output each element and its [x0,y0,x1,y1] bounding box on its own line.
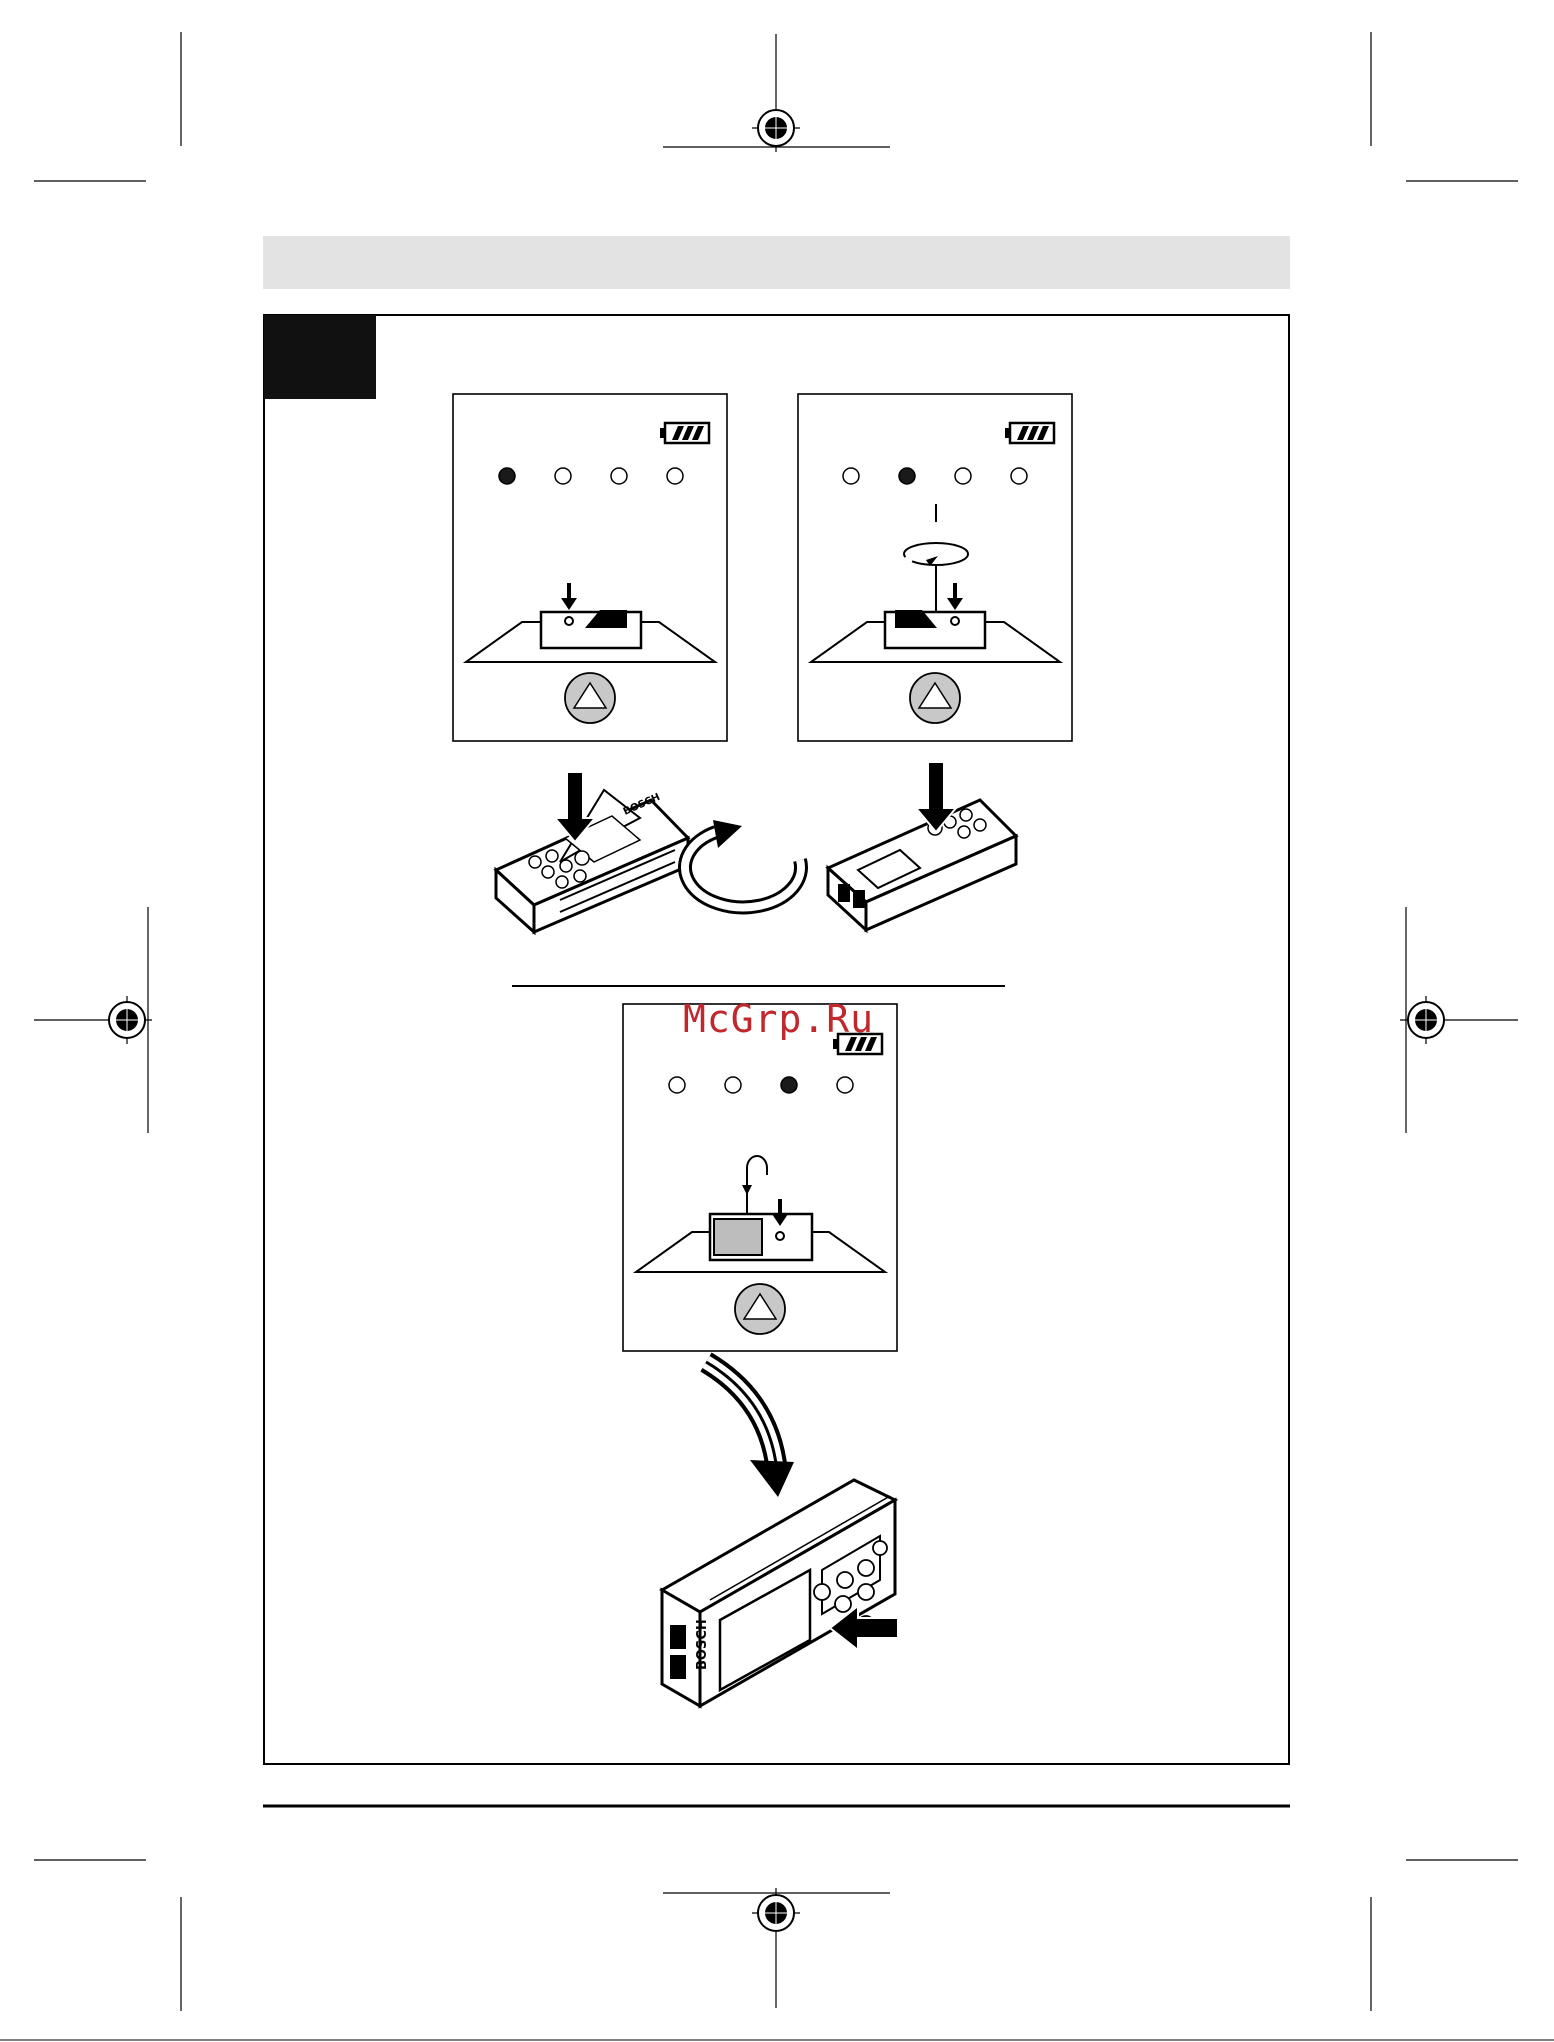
triangle-measure-button-icon [910,673,960,723]
step-dot-active [781,1077,797,1093]
triangle-measure-button-icon [735,1284,785,1334]
step-dot-active [499,468,515,484]
device-illustration-back [828,762,1016,930]
step-dot [843,468,859,484]
display-panel-step-2 [798,394,1072,741]
display-panel-step-3 [623,1004,897,1351]
device-brand-label: BOSCH [695,1619,710,1670]
step-dot [837,1077,853,1093]
registration-target-left [34,996,152,1044]
registration-target-bottom [752,1888,800,2008]
device-illustration-front: BOSCH [496,772,688,932]
registration-target-right [1400,996,1518,1044]
step-dot [955,468,971,484]
battery-full-icon [660,423,709,443]
watermark: McGrp.Ru [683,997,874,1041]
step-dot-active [899,468,915,484]
step-dot [555,468,571,484]
header-band [263,236,1290,289]
step-dot [725,1077,741,1093]
step-dot [611,468,627,484]
figure-number-tab [264,315,376,399]
step-dot [667,468,683,484]
battery-full-icon [1005,423,1054,443]
device-illustration-upright: BOSCH [662,1480,898,1706]
rotate-device-arrow-icon [685,820,801,907]
triangle-measure-button-icon [565,673,615,723]
step-dot [669,1077,685,1093]
display-panel-step-1 [453,394,727,741]
curved-down-arrow-icon [706,1362,794,1497]
registration-target-top [752,34,800,152]
step-dot [1011,468,1027,484]
